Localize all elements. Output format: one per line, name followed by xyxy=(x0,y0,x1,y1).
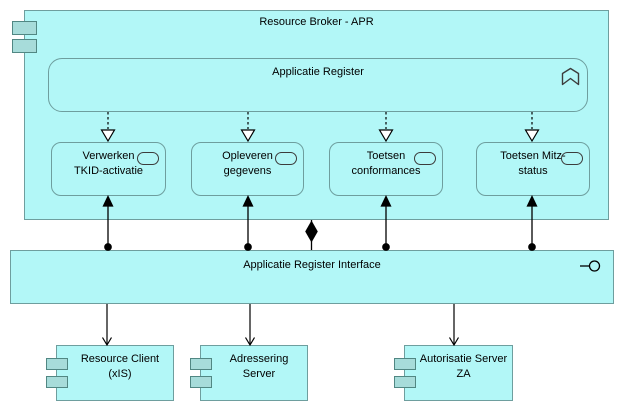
service-stadium-icon xyxy=(137,152,159,165)
service-toetsen-conformances[interactable]: Toetsen conformances xyxy=(329,142,443,196)
component-tab-icon xyxy=(190,376,212,388)
service-stadium-icon xyxy=(414,152,436,165)
service-label: Verwerken TKID-activatie xyxy=(73,150,144,177)
service-label: Toetsen conformances xyxy=(351,150,421,177)
applicatie-register-function[interactable]: Applicatie Register xyxy=(48,58,588,112)
component-tab-icon xyxy=(12,21,37,35)
service-toetsen-mitz-status[interactable]: Toetsen Mitz- status xyxy=(476,142,590,196)
serving-connector xyxy=(101,304,460,347)
component-tab-icon xyxy=(190,358,212,370)
component-tab-icon xyxy=(46,358,68,370)
service-stadium-icon xyxy=(561,152,583,165)
autorisatie-server-component[interactable]: Autorisatie Server ZA xyxy=(394,345,513,401)
composition-connector xyxy=(305,220,318,250)
applicatie-register-label: Applicatie Register xyxy=(272,66,364,78)
service-label: Opleveren gegevens xyxy=(222,150,273,177)
applicatie-register-interface[interactable]: Applicatie Register Interface xyxy=(10,250,614,304)
function-icon xyxy=(561,67,580,91)
service-label: Toetsen Mitz- status xyxy=(500,150,566,177)
component-tab-icon xyxy=(394,358,416,370)
component-label: Resource Client (xIS) xyxy=(80,353,160,380)
resource-broker-title: Resource Broker - APR xyxy=(259,16,374,28)
component-tab-icon xyxy=(12,39,37,53)
interface-label: Applicatie Register Interface xyxy=(243,259,381,271)
service-stadium-icon xyxy=(275,152,297,165)
service-opleveren-gegevens[interactable]: Opleveren gegevens xyxy=(191,142,304,196)
adressering-server-component[interactable]: Adressering Server xyxy=(190,345,308,401)
service-verwerken-tkid-activatie[interactable]: Verwerken TKID-activatie xyxy=(51,142,166,196)
component-tab-icon xyxy=(46,376,68,388)
component-label: Adressering Server xyxy=(229,353,289,380)
component-tab-icon xyxy=(394,376,416,388)
component-label: Autorisatie Server ZA xyxy=(419,353,508,380)
resource-client-component[interactable]: Resource Client (xIS) xyxy=(46,345,174,401)
lollipop-interface-icon xyxy=(579,257,605,280)
